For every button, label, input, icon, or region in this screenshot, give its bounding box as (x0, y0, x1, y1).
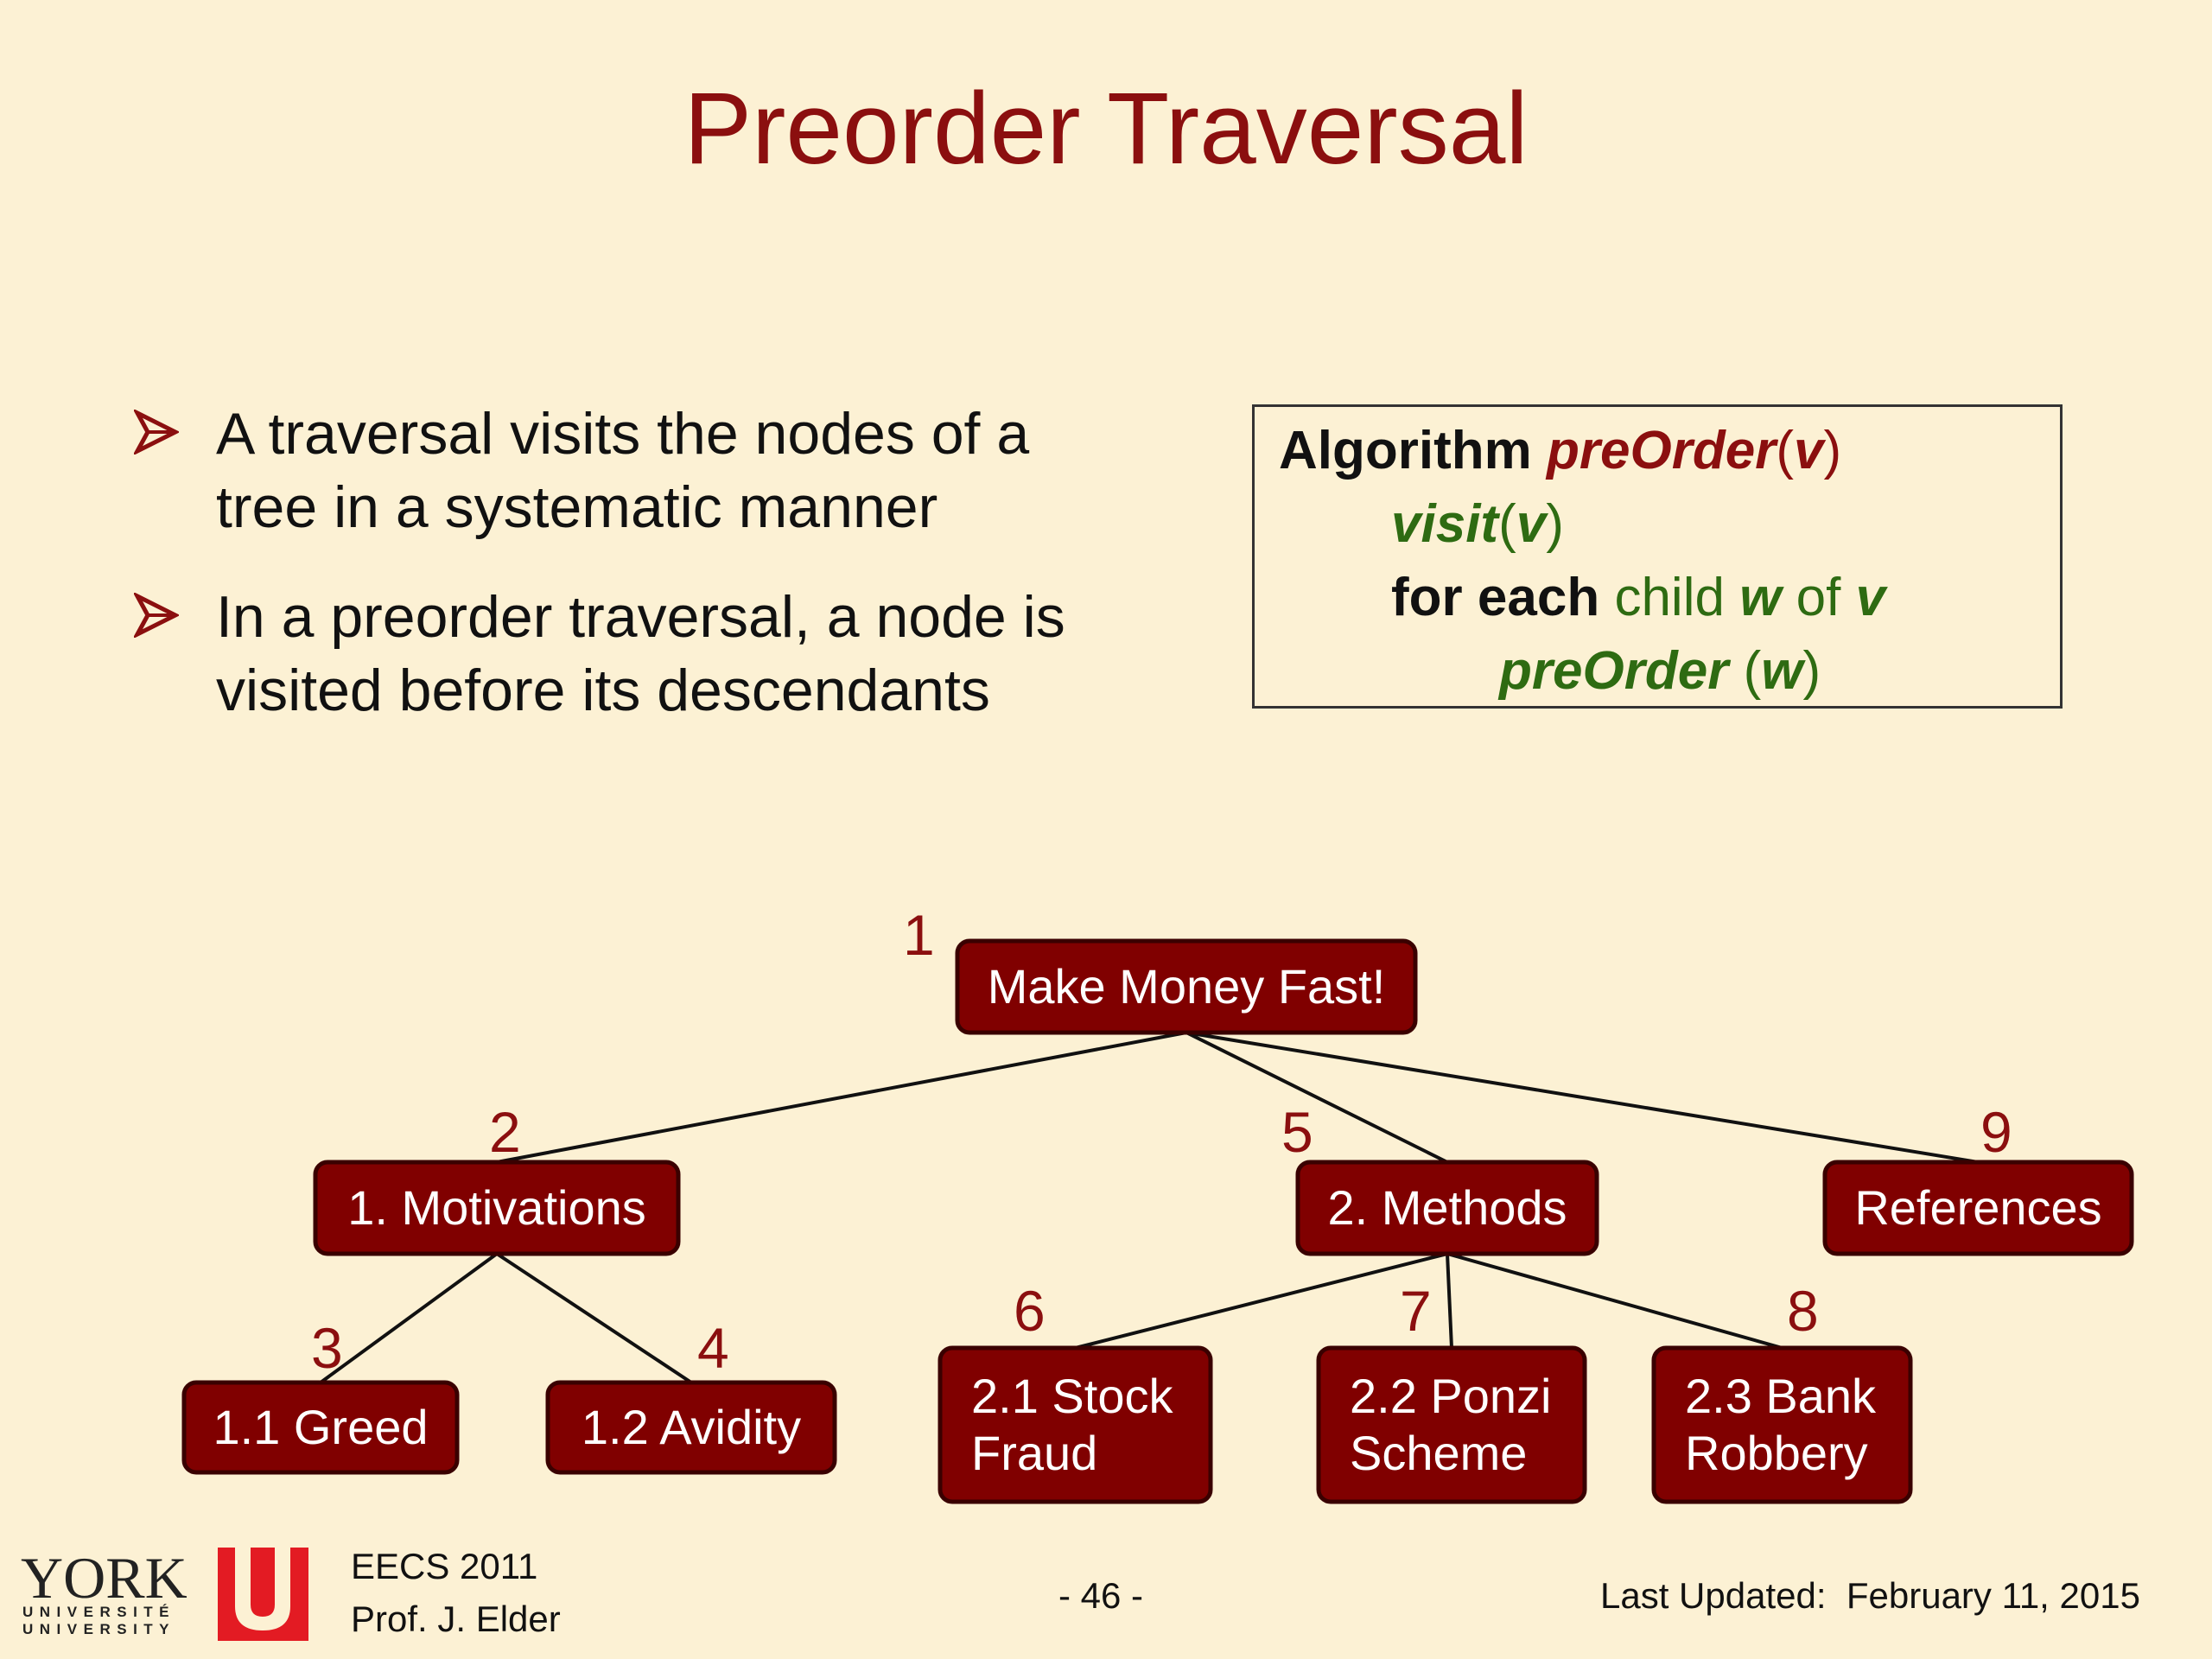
algorithm-box: Algorithm preOrder(v) visit(v) for each … (1252, 404, 2063, 709)
page-number: - 46 - (1058, 1575, 1144, 1616)
bullet-line: A traversal visits the nodes of a (216, 401, 1030, 467)
tree-node-label: 1. Motivations (347, 1180, 646, 1235)
logo-sub-english: UNIVERSITY (22, 1621, 175, 1637)
tree-node-references: References (1822, 1160, 2134, 1256)
tree-edge-methods-bank (1446, 1252, 1783, 1350)
algorithm-visit-line: visit(v) (1391, 494, 1564, 554)
tree-node-label: 1.2 Avidity (582, 1400, 801, 1454)
last-updated: Last Updated: February 11, 2015 (1600, 1575, 2140, 1616)
of-var: v (1855, 568, 1886, 627)
tree-node-label: 2.3 Bank (1685, 1369, 1877, 1423)
tree-node-box (1295, 1160, 1599, 1256)
arrow-bullet-icon (134, 410, 179, 454)
visit-order-label: 2 (489, 1100, 521, 1164)
tree-node-label: 2.2 Ponzi (1350, 1369, 1552, 1423)
tree-node-box (545, 1380, 837, 1475)
tree-edge-motivations-greed (319, 1252, 499, 1384)
tree-node-motivations: 1. Motivations (313, 1160, 681, 1256)
tree-edge-root-methods (1185, 1031, 1448, 1164)
tree-node-box (938, 1345, 1213, 1504)
tree-node-box (1822, 1160, 2134, 1256)
visit-order-label: 3 (311, 1316, 343, 1380)
tree-node-greed: 1.1 Greed (181, 1380, 460, 1475)
bullet-item: In a preorder traversal, a node is visit… (134, 581, 1205, 728)
logo-sub-french: UNIVERSITÉ (22, 1604, 175, 1620)
logo-word: YORK (21, 1545, 188, 1611)
visit-param: v (1516, 494, 1547, 554)
child-word: child (1614, 568, 1725, 627)
slide-title: Preorder Traversal (683, 72, 1529, 186)
tree-node-box (313, 1160, 681, 1256)
bullet-line: tree in a systematic manner (216, 474, 938, 540)
tree-edge-root-motivations (496, 1031, 1187, 1164)
tree-node-box (1316, 1345, 1587, 1504)
algorithm-loop-line: for each child w of v (1279, 561, 2060, 634)
recurse-function: preOrder (1499, 641, 1729, 701)
tree-node-label: Make Money Fast! (988, 959, 1386, 1014)
tree-node-label: Robbery (1685, 1426, 1868, 1480)
bullet-line: visited before its descendants (216, 658, 990, 723)
tree-node-label: 1.1 Greed (213, 1400, 428, 1454)
for-each-keyword: for each (1391, 568, 1600, 627)
algorithm-keyword: Algorithm (1279, 421, 1532, 480)
visit-function: visit (1391, 494, 1499, 554)
tree-node-label: 2.1 Stock (971, 1369, 1173, 1423)
tree-edge-root-references (1185, 1031, 1979, 1164)
algorithm-header: Algorithm preOrder(v) (1279, 421, 1842, 480)
tree-node-box (1651, 1345, 1913, 1504)
course-code: EECS 2011 (351, 1546, 538, 1586)
tree-node-label: 2. Methods (1327, 1180, 1567, 1235)
york-university-logo: YORK UNIVERSITÉ UNIVERSITY (21, 1545, 308, 1641)
algorithm-param: v (1793, 421, 1824, 480)
visit-order-label: 8 (1787, 1279, 1819, 1343)
tree-node-label: Fraud (971, 1426, 1097, 1480)
arrow-bullet-icon (134, 593, 179, 638)
visit-order-label: 9 (1980, 1100, 2012, 1164)
tree-node-label: Scheme (1350, 1426, 1527, 1480)
child-var: w (1739, 568, 1782, 627)
visit-order-label: 5 (1281, 1100, 1313, 1164)
tree-node-root: Make Money Fast! (955, 938, 1418, 1035)
algorithm-recurse-line: preOrder (w) (1499, 641, 1821, 701)
visit-order-label: 1 (903, 903, 935, 967)
tree-node-avidity: 1.2 Avidity (545, 1380, 837, 1475)
professor-name: Prof. J. Elder (351, 1599, 561, 1639)
algorithm-function-name: preOrder (1546, 421, 1777, 480)
tree-edge-motivations-avidity (495, 1252, 693, 1384)
tree-node-box (955, 938, 1418, 1035)
bullet-item: A traversal visits the nodes of a tree i… (134, 397, 1205, 544)
visit-order-label: 6 (1014, 1279, 1046, 1343)
tree-node-box (181, 1380, 460, 1475)
tree-node-label: References (1854, 1180, 2101, 1235)
tree-edge-methods-ponzi (1446, 1253, 1453, 1349)
visit-order-label: 7 (1400, 1279, 1432, 1343)
tree-node-methods: 2. Methods (1295, 1160, 1599, 1256)
bullet-list: A traversal visits the nodes of a tree i… (134, 397, 1205, 764)
of-word: of (1796, 568, 1841, 627)
bullet-line: In a preorder traversal, a node is (216, 584, 1065, 650)
visit-order-label: 4 (697, 1316, 729, 1380)
recurse-param: w (1761, 641, 1803, 701)
tree-edge-methods-stock (1075, 1252, 1448, 1350)
